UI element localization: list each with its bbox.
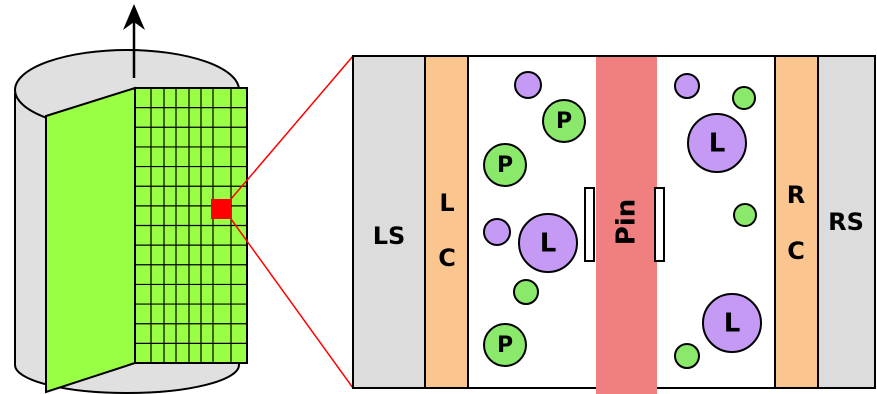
l-particle: L (687, 113, 747, 173)
pin-right-bar (654, 187, 665, 262)
small-purple-particle (674, 73, 700, 99)
left-side-label: LS (373, 222, 406, 250)
highlighted-cell (211, 199, 231, 219)
svg-text:L: L (540, 229, 557, 259)
small-green-particle (732, 86, 756, 110)
svg-text:L: L (724, 309, 741, 339)
l-particle: L (518, 213, 578, 273)
svg-text:P: P (497, 153, 513, 178)
zoom-line-bottom (230, 218, 354, 389)
pin-label: Pin (612, 199, 642, 245)
p-particle: P (542, 99, 586, 143)
left-channel-region (424, 55, 469, 389)
left-channel-label-bottom: C (438, 244, 456, 272)
right-channel-label-top: R (787, 181, 805, 209)
right-side-label: RS (828, 208, 864, 236)
pin-region (596, 56, 657, 394)
small-green-particle (674, 343, 700, 369)
right-channel-region (774, 55, 819, 389)
cylinder-cut-face (45, 86, 136, 394)
small-purple-particle (514, 71, 542, 99)
small-green-particle (733, 203, 757, 227)
svg-text:P: P (497, 333, 513, 358)
svg-text:P: P (556, 109, 572, 134)
svg-text:L: L (709, 129, 726, 159)
pin-left-bar (584, 187, 595, 262)
left-channel-label-top: L (439, 189, 454, 217)
zoom-panel: LS L C Pin R C RS P P P L (352, 55, 876, 394)
p-particle: P (483, 143, 527, 187)
cylinder (14, 4, 248, 394)
small-green-particle (513, 279, 539, 305)
p-particle: P (483, 323, 527, 367)
l-particle: L (702, 293, 762, 353)
rotation-axis-arrow-icon (123, 4, 145, 30)
right-channel-label-bottom: C (787, 237, 805, 265)
zoom-line-top (230, 55, 354, 200)
right-side-region (817, 55, 876, 389)
small-purple-particle (483, 218, 511, 246)
